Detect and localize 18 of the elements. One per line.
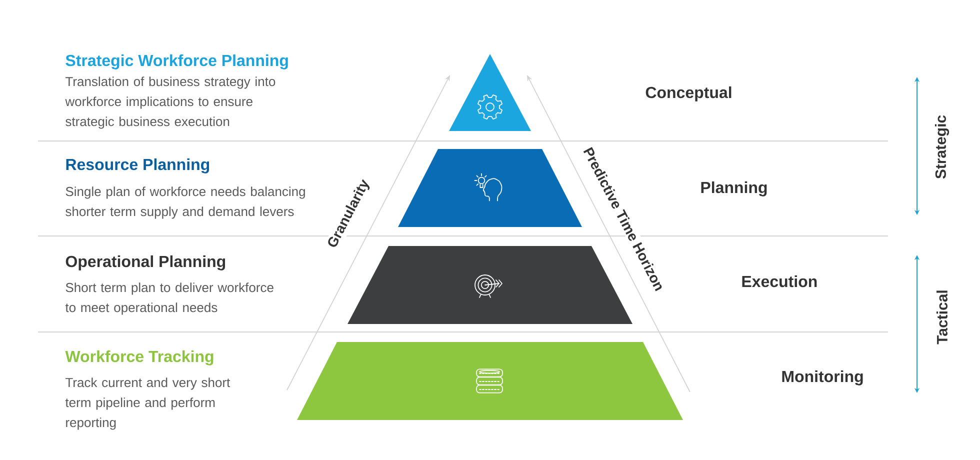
tier-heading: Resource Planning — [66, 158, 210, 174]
tier-label: Execution — [742, 275, 817, 288]
tier-description: Short term plan to deliver workforce to meet operational needs — [65, 282, 274, 315]
tier-description: Single plan of workforce needs balancing shorter term supply and demand levers — [66, 186, 305, 219]
tier-label: Monitoring — [782, 370, 863, 386]
tier-description: Track current and very short term pipeline and perform reporting — [65, 378, 230, 430]
tier-heading: Workforce Tracking — [65, 350, 214, 366]
tier-label: Planning — [701, 181, 767, 196]
pyramid-tier — [297, 342, 683, 420]
range-label: Strategic — [933, 113, 951, 181]
pyramid-tier — [449, 54, 531, 131]
tier-label: Conceptual — [646, 86, 732, 102]
tier-description: Translation of business strategy into workforce implications to ensure strategic business execution — [65, 76, 276, 129]
tier-heading: Operational Planning — [66, 255, 226, 270]
pyramid-tier — [348, 246, 632, 324]
tier-heading: Strategic Workforce Planning — [66, 54, 288, 70]
pyramid-tier — [398, 149, 582, 227]
range-label: Tactical — [935, 288, 949, 346]
